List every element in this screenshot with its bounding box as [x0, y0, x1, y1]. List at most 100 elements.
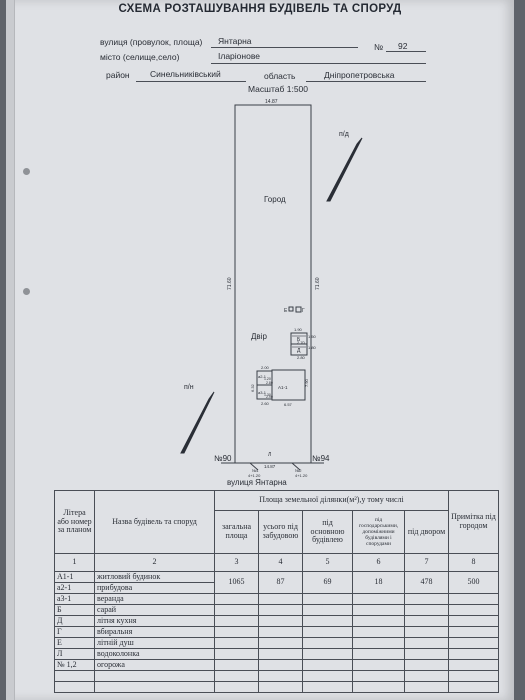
main-building-area-value: 69	[302, 571, 353, 594]
col-number: 4	[258, 553, 303, 572]
veranda-side-dimension: 2.90	[266, 395, 273, 399]
document-page: СХЕМА РОЗТАШУВАННЯ БУДІВЕЛЬ ТА СПОРУД ву…	[6, 0, 514, 700]
col-header-name: Назва будівель та споруд	[94, 490, 215, 554]
table-row: А1-1 житловий будинок 1065 87 69 18 478 …	[54, 571, 499, 594]
row-name: сарай	[94, 604, 215, 616]
table-row	[54, 681, 499, 693]
gate-2-label: №2	[295, 468, 302, 473]
street-value: Янтарна	[218, 36, 252, 46]
number-underline	[386, 51, 426, 52]
row-name: житловий будинок	[94, 571, 215, 583]
shower-label: Е	[284, 308, 288, 314]
region-label: область	[264, 71, 296, 81]
total-area-value: 1065	[214, 571, 259, 594]
north-east-label: п/д	[339, 131, 349, 138]
veranda-label: а3-1	[258, 390, 267, 395]
aux-buildings-area-value: 18	[352, 571, 405, 594]
region-underline	[306, 81, 426, 82]
veranda-bottom-dimension: 2.60	[261, 401, 270, 406]
plot-bottom-dimension: 14.87	[264, 464, 276, 469]
garden-area-label: Город	[264, 195, 286, 204]
col-number: 2	[94, 553, 215, 572]
col-header-aux: під господарськими, допоміжними будівлям…	[352, 510, 405, 554]
gate-1-label: №1	[252, 468, 259, 473]
summer-kitchen-outline	[290, 343, 308, 356]
water-column-label: Л	[268, 452, 271, 458]
north-arrow-west	[180, 391, 215, 454]
toilet-outline	[295, 306, 302, 313]
district-underline	[136, 81, 246, 82]
region-value: Дніпропетровська	[324, 70, 395, 80]
scale-label: Масштаб 1:500	[248, 84, 308, 94]
gate-2-size: 4+1.20	[295, 473, 308, 478]
summer-kitchen-label: Д	[297, 348, 301, 354]
veranda-width-dimension: 1.30	[264, 393, 271, 397]
town-underline	[211, 63, 426, 64]
annex-side-dimension: 2.80	[266, 381, 273, 385]
col-header-yard: під двором	[404, 510, 449, 554]
gate-1-size: 4+1.20	[248, 473, 261, 478]
site-plan-diagram: 14.87 71.60 71.60 14.87 Город Двір п/д п…	[180, 99, 363, 487]
table-row: № 1,2 огорожа	[54, 659, 499, 671]
street-name-label: вулиця Янтарна	[227, 478, 287, 487]
yard-area-label: Двір	[251, 332, 267, 341]
table-row: Б сарай	[54, 604, 499, 616]
col-number: 5	[302, 553, 353, 572]
neighbor-left-label: №90	[214, 454, 232, 463]
col-header-built: усього під забудовою	[258, 510, 303, 554]
binding-hole	[23, 168, 30, 175]
table-row: Д літня кухня	[54, 615, 499, 627]
barn-label: Б	[297, 337, 301, 343]
row-code: а2-1	[54, 582, 95, 594]
row-code: Б	[54, 604, 95, 616]
col-header-area-group: Площа земельної ділянки(м²),у тому числі	[214, 490, 449, 511]
number-value: 92	[398, 41, 408, 51]
town-label: місто (селище,село)	[100, 52, 180, 62]
table-row: Л водоколонка	[54, 648, 499, 660]
street-underline	[211, 47, 358, 48]
col-number: 8	[448, 553, 499, 572]
shed-dim-1: 1.90	[294, 327, 303, 332]
plot-left-dimension: 71.60	[227, 277, 233, 290]
plot-right-dimension: 71.60	[315, 277, 321, 290]
table-row: Е літній душ	[54, 637, 499, 649]
col-header-note: Примітка під городом	[448, 490, 499, 554]
district-label: район	[106, 70, 130, 80]
shed-dim-4: 1.80	[308, 345, 317, 350]
row-code: Л	[54, 648, 95, 660]
row-code: № 1,2	[54, 659, 95, 671]
north-west-label: п/н	[184, 384, 194, 391]
annex-height-dimension: 6.32	[250, 383, 255, 392]
col-header-code: Літера або номер за планом	[54, 490, 95, 554]
number-label: №	[374, 42, 384, 52]
shed-dim-5: 2.80	[297, 355, 306, 360]
neighbor-right-label: №94	[312, 454, 330, 463]
row-code: Г	[54, 626, 95, 638]
gate-1-line	[249, 462, 259, 471]
row-name: літній душ	[94, 637, 215, 649]
page-binding-edge	[6, 0, 15, 700]
row-name: огорожа	[94, 659, 215, 671]
toilet-label: Г	[302, 308, 305, 314]
buildings-register-table: Літера або номер за планом Назва будівел…	[54, 490, 499, 693]
binding-hole	[23, 288, 30, 295]
annex-width-dimension: 1.20	[264, 377, 271, 381]
row-name: веранда	[94, 593, 215, 605]
district-value: Синельниківський	[150, 69, 221, 79]
house-label: А1-1	[278, 385, 288, 390]
table-row: а3-1 веранда	[54, 593, 499, 605]
garden-area-value: 500	[448, 571, 499, 594]
col-number: 6	[352, 553, 405, 572]
gate-2-line	[291, 462, 301, 471]
col-header-total: загальна площа	[214, 510, 259, 554]
col-number: 7	[404, 553, 449, 572]
yard-area-value: 478	[404, 571, 449, 594]
document-title: СХЕМА РОЗТАШУВАННЯ БУДІВЕЛЬ ТА СПОРУД	[118, 3, 402, 15]
house-height-dimension: 7.90	[304, 378, 309, 387]
row-code: Е	[54, 637, 95, 649]
built-area-value: 87	[258, 571, 303, 594]
row-name: прибудова	[94, 582, 215, 594]
row-name: вбиральня	[94, 626, 215, 638]
town-value: Іларіонове	[218, 51, 260, 61]
annex-top-dimension: 2.00	[261, 365, 270, 370]
